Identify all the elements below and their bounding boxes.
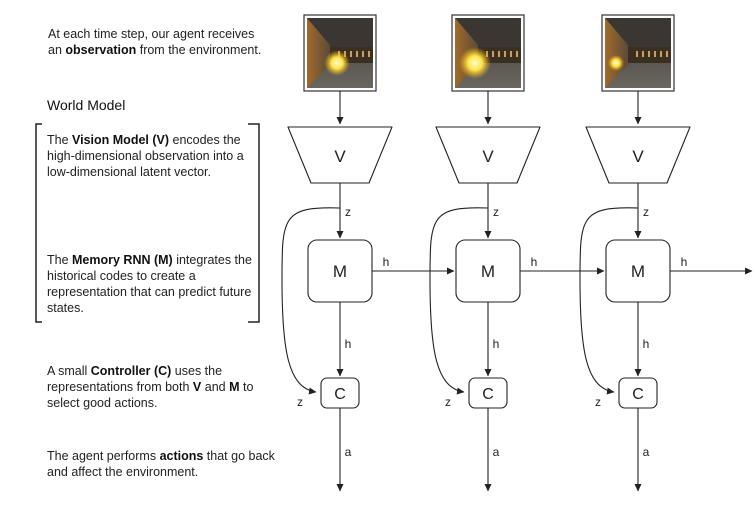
controller-bold-v: V [192,380,202,394]
controller-node-label: C [632,386,644,403]
memory-text-post: integrates the historical codes to creat… [47,253,252,315]
edge-label-h-vertical: h [345,337,352,351]
edge-label-h-vertical: h [493,337,500,351]
memory-description: The Memory RNN (M) integrates the histor… [47,252,259,316]
arrow-z-to-c [579,207,639,395]
actions-description: The agent performs actions that go back … [47,448,277,480]
edge-label-z: z [493,205,499,219]
controller-text-post: to select good actions. [47,380,254,410]
world-model-bracket-left [35,123,42,323]
edge-label-z-controller: z [445,395,451,409]
edge-label-z-controller: z [297,395,303,409]
observation-fireball [324,50,350,76]
observation-text-post: from the environment. [136,43,262,57]
observation-corridor-light [510,51,512,57]
observation-fireball [608,55,624,71]
observation-corridor-light [362,51,364,57]
vision-node-label: V [334,147,346,166]
edge-label-h-vertical: h [643,337,650,351]
observation-corridor-light [350,51,352,57]
edge-label-z-controller: z [595,395,601,409]
observation-corridor-light [504,51,506,57]
observation-corridor-light [516,51,518,57]
timestep-column-2 [429,14,605,492]
edge-label-h-horizontal: h [681,255,688,269]
memory-bold: Memory RNN (M) [72,253,173,267]
vision-model-node [435,126,541,184]
vision-text-post: encodes the high-dimensional observation… [47,133,244,179]
actions-text-pre: The agent performs [47,449,160,463]
memory-node-label: M [333,262,347,281]
vision-description: The Vision Model (V) encodes the high-di… [47,132,259,180]
observation-bold: observation [65,43,137,57]
observation-text-pre: At each time step, our agent receives an [48,27,255,57]
vision-bold: Vision Model (V) [72,133,170,147]
timestep-column-1 [281,14,455,492]
observation-corridor-light [648,51,650,57]
observation-corridor-light [498,51,500,57]
controller-description: A small Controller (C) uses the represen… [47,363,259,411]
vision-node-label: V [482,147,494,166]
vision-text-pre: The [47,133,73,147]
edge-label-a: a [643,445,650,459]
observation-corridor-light [666,51,668,57]
controller-node-label: C [482,386,494,403]
controller-text-pre: A small [47,364,91,378]
memory-node-label: M [631,262,645,281]
edge-label-z: z [643,205,649,219]
arrow-z-to-c [281,207,341,395]
edge-label-a: a [493,445,500,459]
controller-text-mid: uses the representations from both [47,364,223,394]
world-model-bracket-right [248,123,260,323]
world-model-heading: World Model [47,97,126,113]
vision-model-node [287,126,393,184]
actions-bold: actions [159,449,204,463]
observation-corridor-light [356,51,358,57]
observation-fireball [459,47,491,79]
edge-label-h-horizontal: h [531,255,538,269]
vision-node-label: V [632,147,644,166]
controller-text-and: and [201,380,230,394]
observation-corridor-light [492,51,494,57]
observation-corridor-light [368,51,370,57]
memory-node-label: M [481,262,495,281]
observation-corridor-light [642,51,644,57]
observation-description: At each time step, our agent receives an… [48,26,268,58]
controller-bold: Controller (C) [90,364,172,378]
edge-label-z: z [345,205,351,219]
controller-node-label: C [334,386,346,403]
memory-text-pre: The [47,253,73,267]
actions-text-post: that go back and affect the environment. [47,449,275,479]
observation-corridor-light [636,51,638,57]
timestep-column-3 [579,14,753,492]
edge-label-a: a [345,445,352,459]
observation-left-wall [307,18,330,88]
controller-bold-m: M [229,380,240,394]
arrow-z-to-c [429,207,489,395]
vision-model-node [585,126,691,184]
observation-left-wall [605,18,628,88]
observation-corridor-light [654,51,656,57]
edge-label-h-horizontal: h [383,255,390,269]
observation-corridor-light [660,51,662,57]
